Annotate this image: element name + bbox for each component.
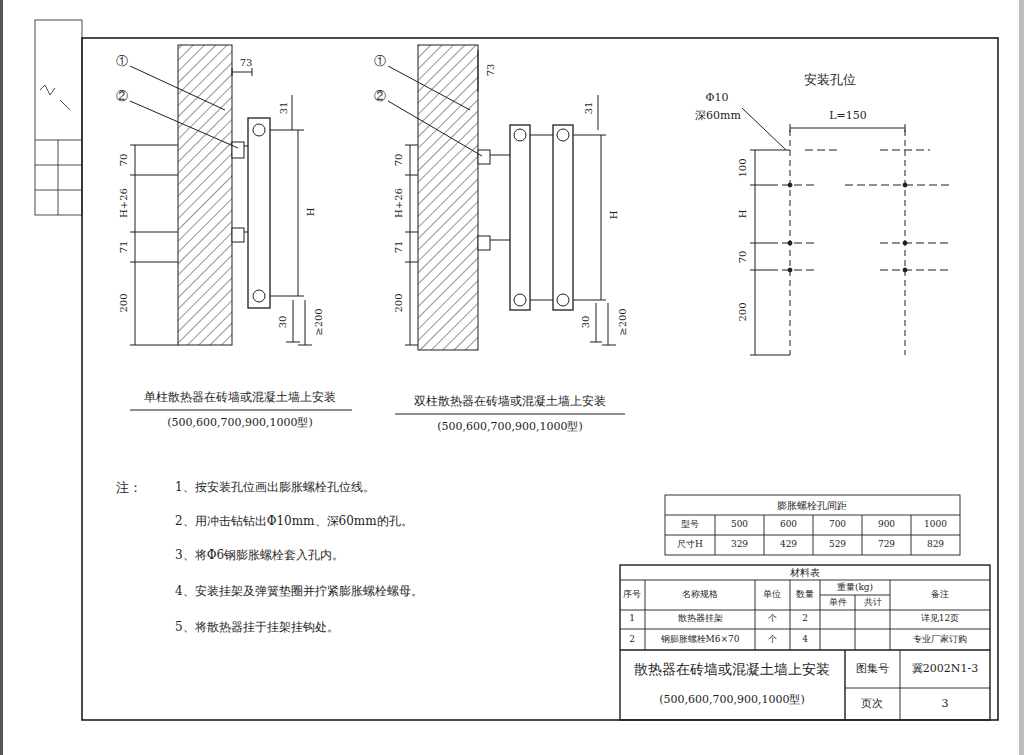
callout-number: ②	[374, 90, 386, 103]
table-cell: 329	[731, 540, 748, 550]
dimension: H	[305, 208, 316, 217]
table-cell: 900	[878, 520, 895, 530]
table-cell: 2	[629, 635, 635, 645]
dimension: 71	[118, 241, 129, 254]
title-block-cell: 冀2002N1-3	[912, 663, 978, 675]
table-cell: 序号	[623, 590, 641, 600]
table-cell: 散热器挂架	[678, 614, 723, 624]
table-cell: 2	[802, 614, 808, 624]
callout-number: ②	[116, 90, 128, 103]
dimension: 31	[583, 102, 594, 115]
table-title: 膨胀螺栓孔间距	[777, 500, 847, 511]
dimension: L=150	[829, 110, 867, 122]
dimension: 200	[737, 302, 748, 321]
mounting-hole-layout	[742, 108, 950, 355]
note: 5、将散热器挂于挂架挂钩处。	[175, 621, 339, 634]
dimension: 100	[737, 158, 748, 177]
table-cell: 重量(kg)	[837, 583, 873, 593]
scan-edge	[1019, 0, 1024, 755]
dimension: ≥200	[313, 308, 324, 335]
note-heading: 注：	[116, 481, 142, 495]
dimension: 31	[278, 102, 289, 115]
table-cell: 个	[768, 635, 777, 645]
dimension: 73	[485, 64, 496, 77]
callout-number: ①	[116, 55, 128, 68]
dimension: 30	[580, 316, 591, 329]
table-cell: 429	[780, 540, 797, 550]
dimension: 70	[737, 251, 748, 264]
figure-caption: 双柱散热器在砖墙或混凝土墙上安装	[414, 395, 606, 408]
dimension: 200	[118, 293, 129, 312]
table-cell: 型号	[681, 520, 699, 530]
table-cell: 单位	[763, 590, 781, 600]
table-cell: 共计	[864, 598, 882, 608]
dimension: 70	[118, 154, 129, 167]
table-cell: 500	[731, 520, 748, 530]
note: 2、用冲击钻钻出Φ10mm、深60mm的孔。	[175, 515, 413, 528]
table-cell: 专业厂家订购	[913, 635, 967, 645]
table-cell: 钢膨胀螺栓M6×70	[661, 635, 740, 645]
table-cell: 1	[629, 614, 635, 624]
dimension: ≥200	[617, 308, 628, 335]
note: 4、安装挂架及弹簧垫圈并拧紧膨胀螺栓螺母。	[175, 585, 423, 598]
dimension: H+26	[393, 188, 404, 218]
table-cell: 数量	[796, 590, 814, 600]
table-cell: 529	[829, 540, 846, 550]
callout-number: ①	[374, 55, 386, 68]
table-cell: 备注	[931, 590, 949, 600]
dimension: H	[737, 210, 748, 219]
table-cell: 尺寸H	[677, 540, 703, 550]
dimension: 70	[393, 154, 404, 167]
figure-caption: 安装孔位	[804, 73, 856, 87]
table-cell: 单件	[829, 598, 847, 608]
drawing-title: 散热器在砖墙或混凝土墙上安装	[634, 662, 830, 677]
figure-subcaption: (500,600,700,900,1000型)	[167, 417, 313, 429]
dimension: H+26	[118, 188, 129, 218]
dimension: Φ10	[705, 92, 728, 104]
table-cell: 1000	[924, 520, 947, 530]
drawing-subtitle: (500,600,700,900,1000型)	[659, 694, 805, 706]
dimension: 200	[393, 293, 404, 312]
title-block-cell: 3	[942, 698, 949, 710]
binding-strip	[35, 20, 82, 215]
hole-spacing-table	[665, 495, 960, 555]
table-cell: 600	[780, 520, 797, 530]
title-block	[620, 565, 990, 720]
note: 1、按安装孔位画出膨胀螺栓孔位线。	[175, 481, 375, 494]
table-cell: 700	[829, 520, 846, 530]
table-cell: 4	[802, 635, 808, 645]
scan-edge	[0, 0, 3, 755]
single-column-installation	[130, 45, 352, 410]
dimension: 73	[240, 57, 253, 68]
dimension: H	[608, 211, 619, 220]
dimension: 深60mm	[695, 110, 741, 122]
table-cell: 729	[878, 540, 895, 550]
drawing-frame	[82, 38, 998, 720]
table-cell: 名称规格	[682, 590, 718, 600]
title-block-cell: 图集号	[856, 663, 889, 675]
note: 3、将Φ6钢膨胀螺栓套入孔内。	[175, 549, 344, 562]
dimension: 71	[393, 241, 404, 254]
dimension: 30	[277, 316, 288, 329]
table-cell: 个	[768, 614, 777, 624]
title-block-cell: 页次	[861, 698, 883, 710]
table-title: 材料表	[790, 567, 820, 578]
double-column-installation	[388, 45, 625, 414]
table-cell: 详见12页	[921, 614, 959, 624]
figure-caption: 单柱散热器在砖墙或混凝土墙上安装	[144, 391, 336, 404]
table-cell: 829	[927, 540, 944, 550]
figure-subcaption: (500,600,700,900,1000型)	[437, 421, 583, 433]
